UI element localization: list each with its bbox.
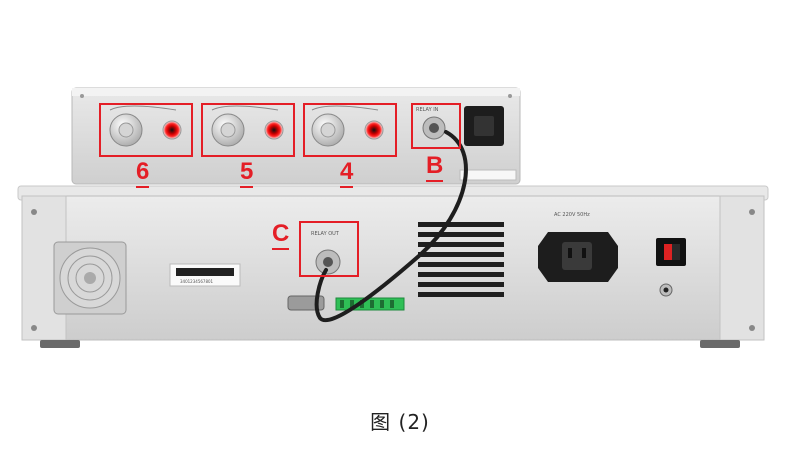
vent-grille [418,222,504,297]
callout-label-c: C [272,222,290,250]
callout-label-5: 5 [240,160,254,188]
connector-pair-5 [211,105,284,147]
upper-unit [71,87,521,185]
callout-boxes [99,103,461,277]
power-socket-upper [464,106,504,146]
lower-unit [17,185,769,348]
connector-pair-6 [109,105,182,147]
ac-power-inlet [538,232,618,282]
serial-number-label: 3401234567801 [180,279,214,284]
cooling-fan [53,241,127,315]
callout-box-b [411,103,461,149]
terminal-block [335,297,405,311]
relay-out-label: RELAY OUT [311,231,339,237]
callout-box-4 [303,103,397,157]
barcode-label [169,263,241,287]
figure-caption: 图 (2) [370,410,430,434]
bnc-cable [314,130,468,322]
ac-input-label: AC 220V 50Hz [554,212,590,218]
relay-out-bnc [315,249,341,275]
callout-label-4: 4 [340,160,354,188]
callout-box-6 [99,103,193,157]
callout-box-c [299,221,359,277]
callout-label-b: B [426,154,444,182]
callout-box-5 [201,103,295,157]
power-switch [656,238,686,266]
equipment-photo [17,87,769,348]
bnc-connector-b [422,116,446,140]
audio-jack [659,283,673,297]
callout-label-6: 6 [136,160,150,188]
relay-in-label: RELAY IN [416,107,439,113]
connector-pair-4 [311,105,384,147]
